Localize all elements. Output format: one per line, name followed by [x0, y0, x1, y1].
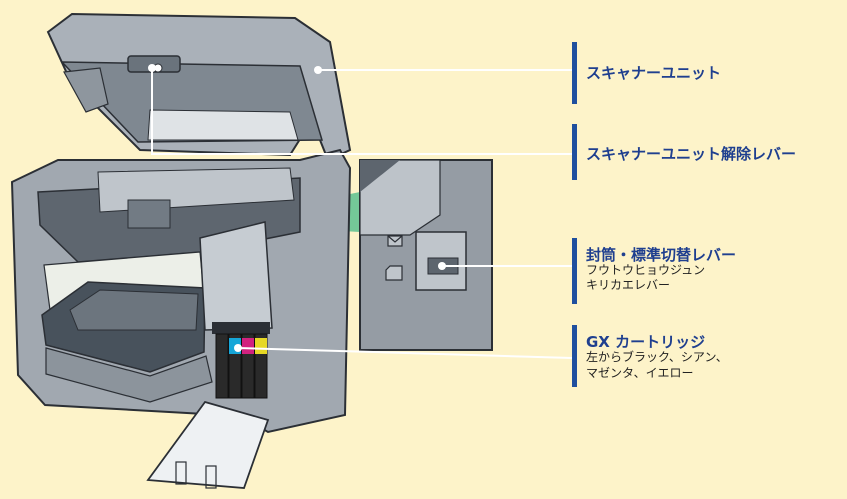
desc-cartridge-line2: マゼンタ、イエロー [586, 366, 694, 380]
label-envelope-lever: 封筒・標準切替レバー [586, 246, 737, 264]
ink-cartridges [212, 322, 270, 399]
standard-paper-icon [385, 265, 403, 281]
callout-bar-scanner-release [572, 124, 577, 180]
label-scanner-unit: スキャナーユニット [586, 64, 722, 82]
printer-body [10, 148, 352, 434]
callout-bar-scanner-unit [572, 42, 577, 104]
callout-bar-cartridge [572, 325, 577, 387]
callout-bar-envelope-lever [572, 238, 577, 304]
scanner-unit-lid [46, 12, 352, 162]
label-scanner-release-lever: スキャナーユニット解除レバー [586, 145, 797, 163]
label-cartridge: GX カートリッジ [586, 333, 706, 351]
desc-envelope-lever-line2: キリカエレバー [586, 278, 671, 292]
desc-cartridge-line1: 左からブラック、シアン、 [586, 350, 728, 364]
envelope-icon [387, 235, 403, 247]
front-cover [146, 400, 270, 489]
zoom-panel [359, 159, 493, 351]
desc-envelope-lever-line1: フウトウヒョウジュン [586, 263, 706, 277]
leader-lines [151, 68, 573, 359]
